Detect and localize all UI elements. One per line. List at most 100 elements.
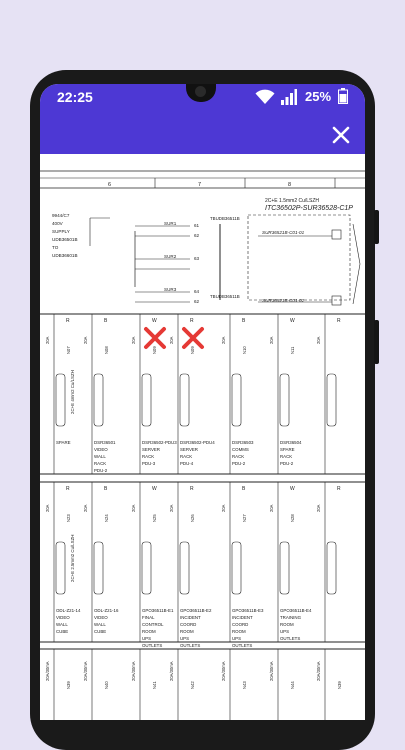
cable-tag <box>55 541 66 595</box>
circuit-description: ROOM <box>142 629 156 634</box>
cable-tag <box>231 373 242 427</box>
breaker-rating: 20A <box>316 336 321 344</box>
phase-letter: B <box>104 318 108 324</box>
breaker-rating: 20A <box>45 336 50 344</box>
circuit-description: DSR36501 <box>94 440 116 445</box>
circuit-description: SERVER <box>142 447 160 452</box>
phase-letter: R <box>66 318 70 324</box>
cable-tag <box>93 373 104 427</box>
circuit-description: WALL <box>94 622 106 627</box>
supply-label: 400V <box>52 221 64 226</box>
circuit-number: N24 <box>104 514 109 522</box>
circuit-description: SPARE <box>280 447 295 452</box>
circuit-description: UPS <box>142 636 151 641</box>
terminal-number: 62 <box>194 299 200 304</box>
circuit-description: GPO36511B-E3 <box>232 608 264 613</box>
phase-letter: W <box>290 486 295 492</box>
camera-icon <box>195 86 206 97</box>
cable-tag <box>55 373 66 427</box>
tbudb-label: TBUDB36511B <box>210 216 240 221</box>
battery-icon <box>338 88 348 104</box>
red-cross-icon <box>144 327 166 349</box>
cable-tag <box>279 541 290 595</box>
supply-label: 9944/C7 <box>52 213 70 218</box>
terminal-number: 63 <box>194 256 200 261</box>
bracket <box>352 263 361 305</box>
circuit-number: N40 <box>104 681 109 689</box>
circuit-number: N07 <box>66 346 71 354</box>
volume-button <box>374 210 379 244</box>
cable-tag <box>326 541 337 595</box>
circuit-description: PDU-2 <box>232 461 246 466</box>
circuit-description: ROOM <box>280 622 294 627</box>
circuit-description: PDU-2 <box>94 468 108 473</box>
circuit-description: COMMS <box>232 447 249 452</box>
circuit-description: FINAL <box>142 615 155 620</box>
circuit-description: DSR36503 <box>232 440 254 445</box>
close-button[interactable] <box>328 122 354 148</box>
cable-tag <box>93 541 104 595</box>
phase-letter: W <box>152 486 157 492</box>
breaker-rating: 20A <box>131 336 136 344</box>
circuit-description: PDU-2 <box>280 461 294 466</box>
camera-notch <box>186 84 216 102</box>
phase-letter: R <box>337 486 341 492</box>
circuit-description: OUTLETS <box>180 643 200 648</box>
cable-spec: 2C+E 2.5mm2 Cu/LSZH <box>70 535 75 582</box>
column-number: 6 <box>108 182 111 188</box>
circuit-description: INCIDENT <box>180 615 201 620</box>
circuit-number: N39 <box>337 681 342 689</box>
isolator-box <box>247 214 351 301</box>
circuit-description: ODL-Z21-16 <box>94 608 119 613</box>
terminal-number: 64 <box>194 289 200 294</box>
cable-tag <box>141 541 152 595</box>
breaker-rating: 20A <box>316 504 321 512</box>
circuit-description: PDU-3 <box>142 461 156 466</box>
circuit-description: GPO36511B-E4 <box>280 608 312 613</box>
breaker-rating: 20A/30mA <box>83 661 88 681</box>
circuit-description: RACK <box>232 454 244 459</box>
breaker-rating: 20A <box>131 504 136 512</box>
circuit-description: SPARE <box>56 440 71 445</box>
supply-label: TO <box>52 245 59 250</box>
cable-tag <box>141 373 152 427</box>
breaker-rating: 20A <box>221 336 226 344</box>
cable-spec: 2C+E 4mm2 Cu/LSZH <box>70 370 75 414</box>
phase-letter: W <box>290 318 295 324</box>
relay-box <box>331 229 342 240</box>
circuit-number: N10 <box>242 346 247 354</box>
circuit-description: OUTLETS <box>142 643 162 648</box>
circuit-description: DSR36502-PDU3 <box>142 440 177 445</box>
breaker-rating: 20A/30mA <box>269 661 274 681</box>
supply-label: SUPPLY <box>52 229 70 234</box>
breaker-rating: 20A <box>169 336 174 344</box>
power-button <box>374 320 379 364</box>
itc-title: ITC36502P-SUR36528-C1P <box>265 205 353 212</box>
circuit-description: PDU-4 <box>180 461 194 466</box>
circuit-description: VIDEO <box>94 615 108 620</box>
circuit-description: GPO36511B-E2 <box>180 608 212 613</box>
breaker-rating: 20A/30mA <box>221 661 226 681</box>
circuit-description: WALL <box>56 622 68 627</box>
phase-letter: R <box>190 318 194 324</box>
breaker-rating: 20A <box>269 336 274 344</box>
phase-letter: B <box>242 318 246 324</box>
circuit-number: N09 <box>152 346 157 354</box>
circuit-number: N23 <box>66 514 71 522</box>
circuit-description: TRAINING <box>280 615 302 620</box>
circuit-description: COORD <box>180 622 196 627</box>
circuit-description: RACK <box>94 461 106 466</box>
breaker-rating: 20A <box>169 504 174 512</box>
circuit-description: SERVER <box>180 447 198 452</box>
top-right-spec: 2C+E 1.5mm2 Cu/LSZH <box>265 198 319 204</box>
phase-letter: R <box>190 486 194 492</box>
signal-icon <box>281 89 297 105</box>
circuit-description: VIDEO <box>56 615 70 620</box>
circuit-description: OUTLETS <box>232 643 252 648</box>
breaker-rating: 20A <box>45 504 50 512</box>
circuit-number: N09 <box>190 346 195 354</box>
circuit-description: GPO36511B-E1 <box>142 608 174 613</box>
